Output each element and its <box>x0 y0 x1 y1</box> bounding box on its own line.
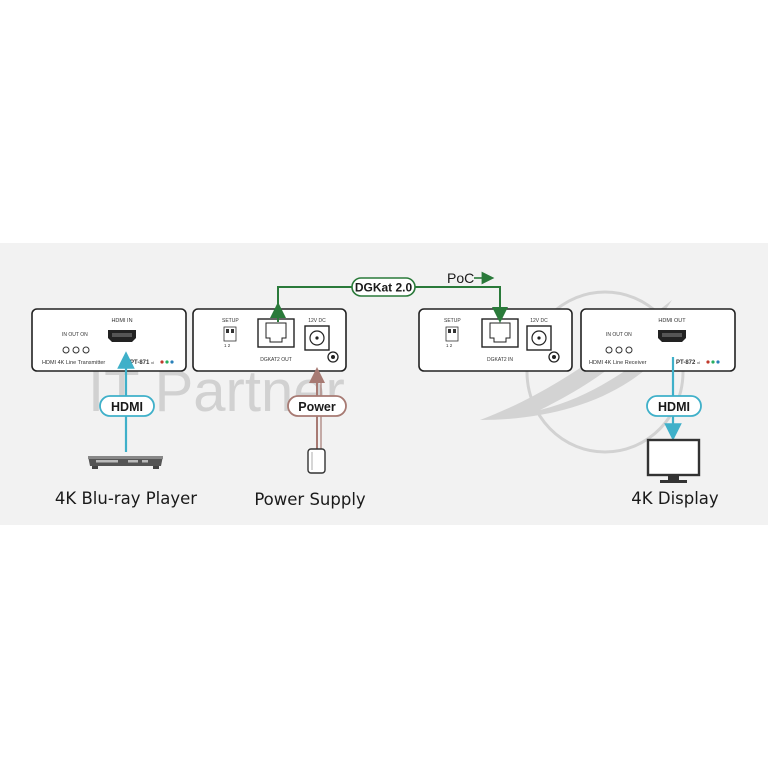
rx-led-labels: IN OUT ON <box>606 332 632 338</box>
rx-setup-label: SETUP <box>444 318 461 324</box>
tx-led-labels: IN OUT ON <box>62 332 88 338</box>
rx-model-suffix: xl <box>697 360 700 365</box>
hdmi-port-icon <box>658 330 686 342</box>
tx-product-text: HDMI 4K Line Transmitter <box>42 360 105 366</box>
dc-jack-icon <box>304 325 330 351</box>
hdmi-in-label: HDMI IN <box>111 318 132 324</box>
tx-setup-switch-label: 1 2 <box>224 343 231 348</box>
tx-led-on-icon <box>82 346 90 354</box>
dip-switch-icon <box>445 326 459 342</box>
hdmi-source-cable: HDMI <box>99 351 155 452</box>
hdmi-out-label: HDMI OUT <box>658 318 686 324</box>
ground-screw-icon <box>548 351 560 363</box>
rx-dgkat-label: DGKAT2 IN <box>487 357 513 363</box>
tx-led-out-icon <box>72 346 80 354</box>
display-caption: 4K Display <box>631 489 719 508</box>
power-cable-label: Power <box>298 400 336 414</box>
hdmi-source-badge <box>99 395 155 417</box>
rx-product-text: HDMI 4K Line Receiver <box>589 360 647 366</box>
hdmi-display-label: HDMI <box>658 400 690 414</box>
rx-power-label: 12V DC <box>530 318 548 324</box>
rx-led-on-icon <box>625 346 633 354</box>
dgkat-cable-label: DGKat 2.0 <box>355 281 413 295</box>
dip-switch-icon <box>223 326 237 342</box>
power-cable: Power <box>287 367 347 450</box>
power-supply-caption: Power Supply <box>254 490 366 509</box>
brand-dot-icon <box>711 360 715 364</box>
display-icon <box>646 438 701 483</box>
brand-dot-icon <box>160 360 164 364</box>
rx-setup-switch-label: 1 2 <box>446 343 453 348</box>
rx-model-text: PT-872 <box>676 360 696 366</box>
rx-port-panel: SETUP 1 2 DGKAT2 IN 12V DC <box>418 308 573 372</box>
dgkat-badge <box>351 277 416 297</box>
tx-power-label: 12V DC <box>308 318 326 324</box>
rx-led-in-icon <box>605 346 613 354</box>
tx-port-panel: SETUP 1 2 DGKAT2 OUT 12V DC <box>192 308 347 372</box>
power-supply-icon <box>307 448 326 474</box>
brand-dot-icon <box>165 360 169 364</box>
receiver-unit: HDMI OUT IN OUT ON HDMI 4K Line Receiver… <box>580 308 736 372</box>
tx-model-suffix: xl <box>151 360 154 365</box>
tx-model-text: PT-871 <box>130 360 150 366</box>
brand-dot-icon <box>170 360 174 364</box>
source-device-caption: 4K Blu-ray Player <box>55 489 197 508</box>
rx-led-out-icon <box>615 346 623 354</box>
power-badge <box>287 395 347 417</box>
hdmi-port-icon <box>108 330 136 342</box>
ground-screw-icon <box>327 351 339 363</box>
transmitter-unit: HDMI IN IN OUT ON HDMI 4K Line Transmitt… <box>31 308 187 372</box>
poc-label: PoC <box>447 270 474 286</box>
bluray-player-icon <box>88 456 163 469</box>
hdmi-display-badge <box>646 395 702 417</box>
tx-led-in-icon <box>62 346 70 354</box>
brand-dot-icon <box>706 360 710 364</box>
tx-dgkat-label: DGKAT2 OUT <box>260 357 292 363</box>
tx-setup-label: SETUP <box>222 318 239 324</box>
dgkat-cable: DGKat 2.0 PoC <box>270 270 508 323</box>
hdmi-display-cable: HDMI <box>646 357 702 441</box>
rj45-port-icon <box>257 318 295 348</box>
hdmi-source-label: HDMI <box>111 400 143 414</box>
rj45-port-icon <box>481 318 519 348</box>
dc-jack-icon <box>526 325 552 351</box>
brand-dot-icon <box>716 360 720 364</box>
